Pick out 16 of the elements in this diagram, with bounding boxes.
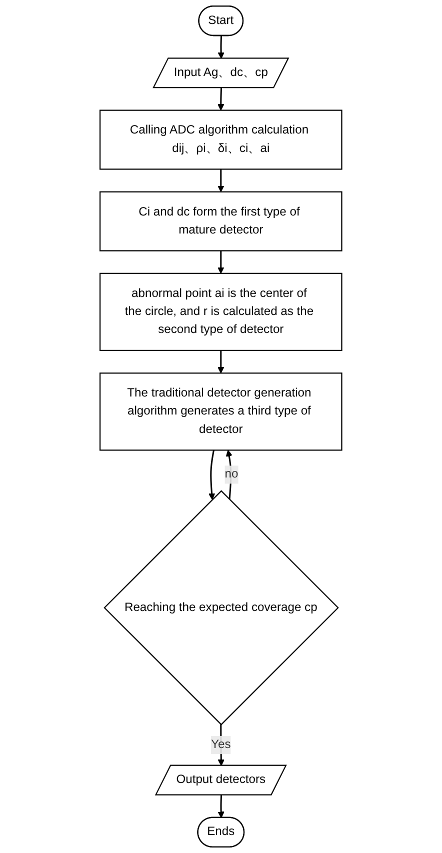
node-diamond: Reaching the expected coverage cp: [104, 490, 339, 726]
arrow: [218, 724, 225, 766]
arrow: [208, 450, 216, 500]
node-box: abnormal point ai is the center of the circle, and r is calculated as the second type of detector: [100, 272, 342, 352]
arrow: [218, 250, 224, 274]
arrow: [218, 88, 224, 111]
arrow: [218, 169, 224, 192]
arrow: [218, 350, 224, 374]
arrow: [218, 795, 224, 818]
edge-label: Yes: [211, 738, 231, 751]
node-box: The traditional detector generation algorithm generates a third type of detector: [100, 372, 342, 451]
edge-label: no: [224, 468, 238, 481]
arrow: [226, 450, 232, 500]
node-box: Calling ADC algorithm calculation dij、ρi、δi、ci、ai: [100, 110, 342, 170]
arrow: [218, 36, 224, 59]
node-box: Ci and dc form the first type of mature detector: [100, 191, 342, 252]
